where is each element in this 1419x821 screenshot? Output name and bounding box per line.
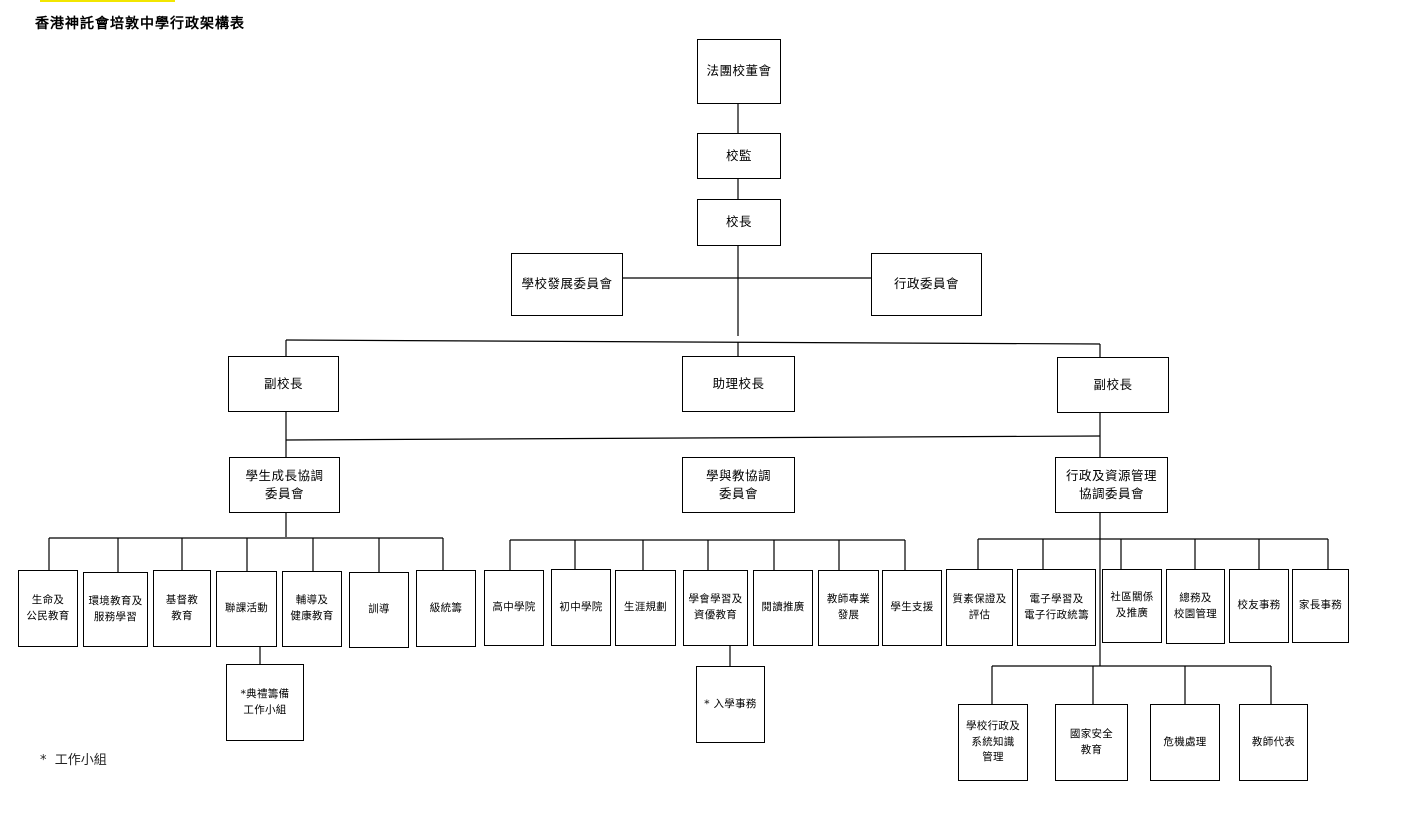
learning-group-box: 學會學習及 資優教育 [683,570,748,646]
assistant-principal-box: 助理校長 [682,356,795,412]
student-group-box: 基督教 教育 [153,570,211,647]
learning-group-box: 學生支援 [882,570,942,646]
learning-group-box: 教師專業 發展 [818,570,879,646]
footnote: * 工作小組 [40,753,107,768]
highlight-bar [40,0,175,2]
learning-group-box: 生涯規劃 [615,570,676,646]
admin-subgroup-box: 國家安全 教育 [1055,704,1128,781]
admin-group-box: 質素保證及 評估 [946,569,1013,646]
student-group-box: 級統籌 [416,570,476,647]
admin-group-box: 校友事務 [1229,569,1289,643]
vice-principal-right-box: 副校長 [1057,357,1169,413]
admin-group-box: 家長事務 [1292,569,1349,643]
student-group-box: 環境教育及 服務學習 [83,572,148,647]
student-group-box: 生命及 公民教育 [18,570,78,647]
admission-working-group-box: * 入學事務 [696,666,765,743]
admin-group-box: 電子學習及 電子行政統籌 [1017,569,1096,646]
dev-committee-box: 學校發展委員會 [511,253,623,316]
admin-group-box: 總務及 校園管理 [1166,569,1225,644]
learning-group-box: 高中學院 [484,570,544,646]
admin-subgroup-box: 危機處理 [1150,704,1220,781]
student-growth-committee-box: 學生成長協調 委員會 [229,457,340,513]
admin-resource-committee-box: 行政及資源管理 協調委員會 [1055,457,1168,513]
admin-subgroup-box: 教師代表 [1239,704,1308,781]
admin-committee-box: 行政委員會 [871,253,982,316]
learning-group-box: 閱讀推廣 [753,570,813,646]
vice-principal-left-box: 副校長 [228,356,339,412]
learning-group-box: 初中學院 [551,569,611,646]
supervisor-box: 校監 [697,133,781,179]
board-box: 法團校董會 [697,39,781,104]
chart-title: 香港神託會培敦中學行政架構表 [35,16,245,32]
student-group-box: 聯課活動 [216,571,277,647]
learning-teaching-committee-box: 學與教協調 委員會 [682,457,795,513]
student-group-box: 輔導及 健康教育 [282,571,342,647]
principal-box: 校長 [697,199,781,246]
student-group-box: 訓導 [349,572,409,648]
admin-subgroup-box: 學校行政及 系統知識 管理 [958,704,1028,781]
admin-group-box: 社區關係 及推廣 [1102,569,1162,643]
ceremony-working-group-box: *典禮籌備 工作小組 [226,664,304,741]
